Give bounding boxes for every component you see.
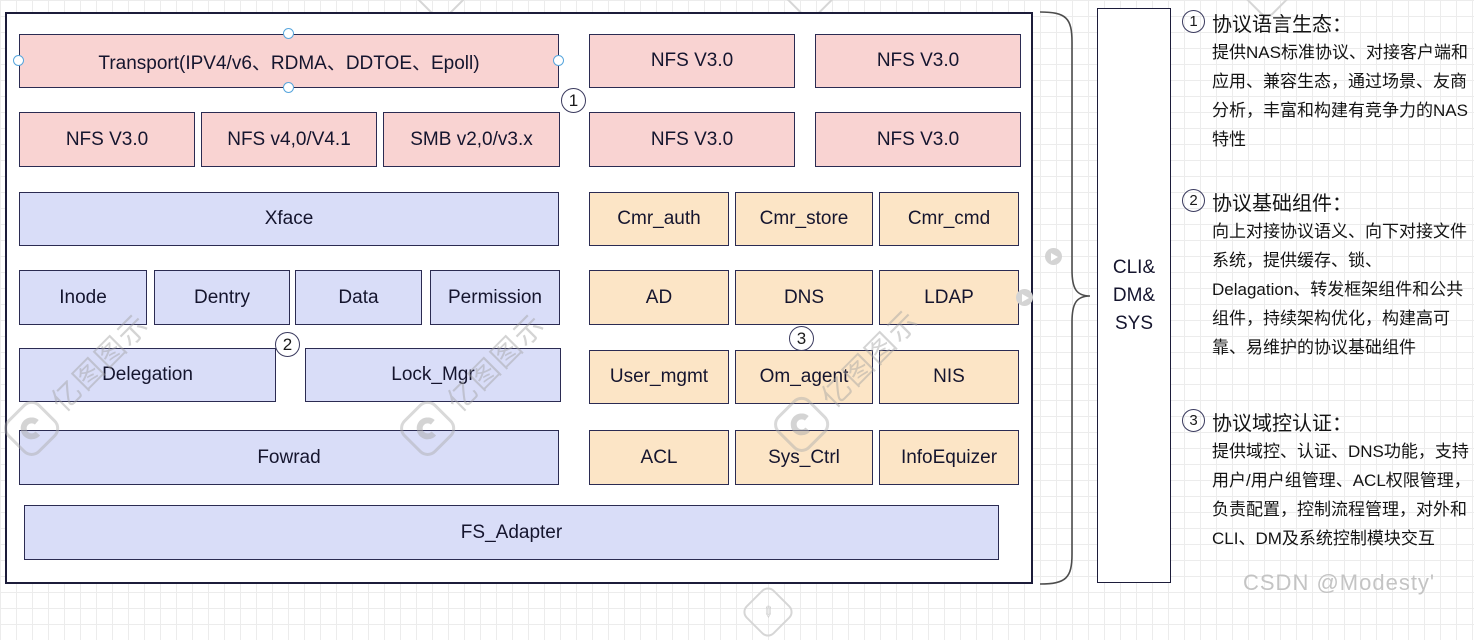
shape-fowrad[interactable]: Fowrad bbox=[19, 430, 559, 485]
shape-sys-ctrl[interactable]: Sys_Ctrl bbox=[735, 430, 873, 485]
play-icon bbox=[1045, 248, 1062, 265]
shape-nfs-grid-1[interactable]: NFS V3.0 bbox=[589, 34, 795, 88]
shape-data[interactable]: Data bbox=[295, 270, 422, 325]
annotation-body-1: 提供NAS标准协议、对接客户端和应用、兼容生态，通过场景、友商分析，丰富和构建有… bbox=[1212, 43, 1468, 149]
shape-user-mgmt[interactable]: User_mgmt bbox=[589, 350, 729, 404]
shape-transport[interactable]: Transport(IPV4/v6、RDMA、DDTOE、Epoll) bbox=[19, 34, 559, 88]
annotation-title-3: 协议域控认证： bbox=[1212, 413, 1352, 435]
shape-inode[interactable]: Inode bbox=[19, 270, 147, 325]
shape-dentry[interactable]: Dentry bbox=[154, 270, 290, 325]
annotation-circle-2: 2 bbox=[1182, 189, 1205, 212]
annotation-circle-1: 1 bbox=[1182, 10, 1205, 33]
shape-nis[interactable]: NIS bbox=[879, 350, 1019, 404]
shape-lock-mgr[interactable]: Lock_Mgr bbox=[305, 348, 561, 402]
shape-cmr-cmd[interactable]: Cmr_cmd bbox=[879, 192, 1019, 246]
csdn-credit-watermark: CSDN @Modesty' bbox=[1243, 570, 1436, 595]
selection-handle-bottom[interactable] bbox=[283, 82, 294, 93]
annotation-title-2: 协议基础组件： bbox=[1212, 193, 1352, 215]
annotation-body-2: 向上对接协议语义、向下对接文件系统，提供缓存、锁、Delagation、转发框架… bbox=[1212, 222, 1467, 357]
shape-ad[interactable]: AD bbox=[589, 270, 729, 325]
shape-nfs-v3[interactable]: NFS V3.0 bbox=[19, 112, 195, 167]
marker-circle-2[interactable]: 2 bbox=[275, 332, 300, 357]
clipart-diamond-icon: ✎ bbox=[739, 583, 797, 640]
marker-circle-1[interactable]: 1 bbox=[561, 88, 586, 113]
shape-cmr-auth[interactable]: Cmr_auth bbox=[589, 192, 729, 246]
shape-xface[interactable]: Xface bbox=[19, 192, 559, 246]
play-icon bbox=[1016, 289, 1033, 306]
shape-dns[interactable]: DNS bbox=[735, 270, 873, 325]
shape-nfs-grid-4[interactable]: NFS V3.0 bbox=[815, 112, 1021, 167]
shape-infoequizer[interactable]: InfoEquizer bbox=[879, 430, 1019, 485]
diagram-canvas: Transport(IPV4/v6、RDMA、DDTOE、Epoll) NFS … bbox=[0, 12, 1033, 584]
shape-nfs-grid-2[interactable]: NFS V3.0 bbox=[815, 34, 1021, 88]
selection-handle-top[interactable] bbox=[283, 28, 294, 39]
shape-acl[interactable]: ACL bbox=[589, 430, 729, 485]
shape-delegation[interactable]: Delegation bbox=[19, 348, 276, 402]
shape-fs-adapter[interactable]: FS_Adapter bbox=[24, 505, 999, 560]
edraw-canvas-stage: ✎ ✎ ✎ ✎ Transport(IPV4/v6、RDMA、DDTOE、Epo… bbox=[0, 0, 1474, 608]
shape-permission[interactable]: Permission bbox=[430, 270, 560, 325]
marker-circle-3[interactable]: 3 bbox=[789, 326, 814, 351]
selection-handle-left[interactable] bbox=[13, 55, 24, 66]
annotation-body-3: 提供域控、认证、DNS功能，支持用户/用户组管理、ACL权限管理，负责配置，控制… bbox=[1212, 442, 1471, 548]
shape-nfs-grid-3[interactable]: NFS V3.0 bbox=[589, 112, 795, 167]
curly-brace[interactable] bbox=[1036, 6, 1096, 590]
annotation-circle-3: 3 bbox=[1182, 409, 1205, 432]
annotation-panel: 1 协议语言生态： 提供NAS标准协议、对接客户端和应用、兼容生态，通过场景、友… bbox=[1180, 0, 1474, 608]
shape-smb[interactable]: SMB v2,0/v3.x bbox=[383, 112, 560, 167]
selection-handle-right[interactable] bbox=[553, 55, 564, 66]
annotation-title-1: 协议语言生态： bbox=[1212, 14, 1352, 36]
shape-om-agent[interactable]: Om_agent bbox=[735, 350, 873, 404]
shape-cmr-store[interactable]: Cmr_store bbox=[735, 192, 873, 246]
shape-cli-dm-sys[interactable]: CLI& DM& SYS bbox=[1097, 8, 1171, 583]
shape-ldap[interactable]: LDAP bbox=[879, 270, 1019, 325]
shape-nfs-v4[interactable]: NFS v4,0/V4.1 bbox=[201, 112, 377, 167]
